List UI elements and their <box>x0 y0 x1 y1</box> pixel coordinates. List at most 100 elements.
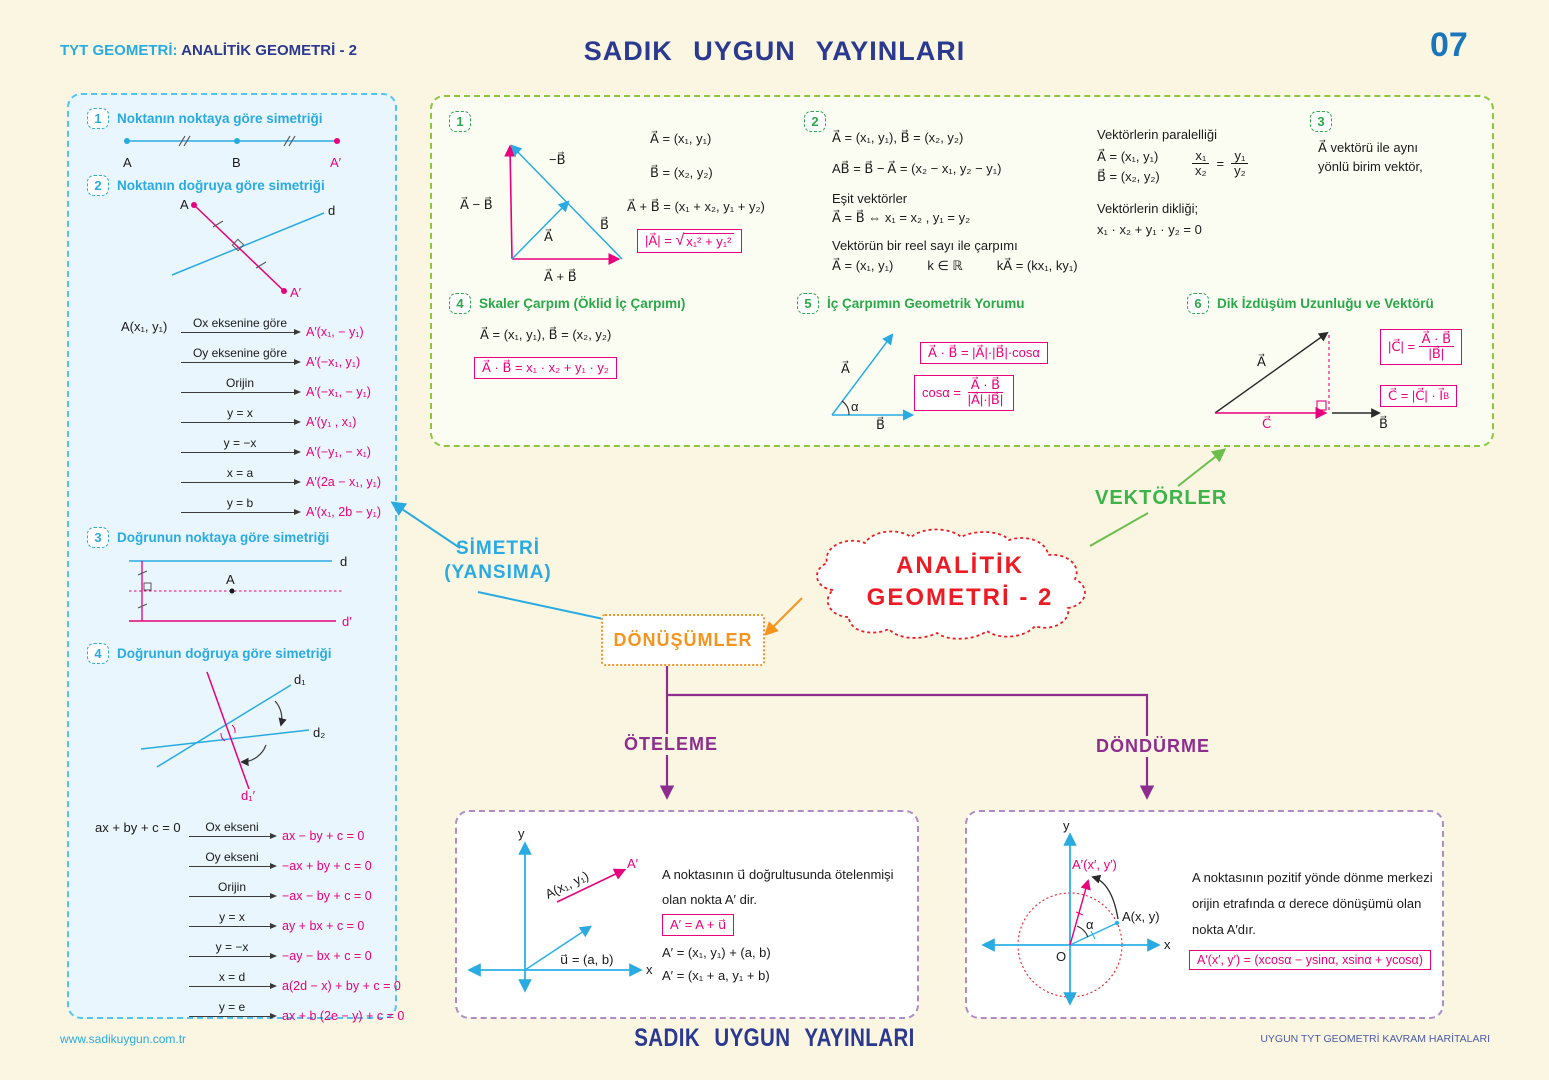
arrow-right <box>181 388 301 395</box>
right-angle-mark <box>231 238 245 252</box>
line-d2 <box>140 729 310 750</box>
equals-sign: = <box>1216 156 1225 172</box>
ratio2-den: y₂ <box>1234 163 1246 179</box>
label-b: B⃗ <box>600 217 609 232</box>
label-a-prime: A′ <box>627 856 639 871</box>
row-result: A′(−x₁, − y₁) <box>306 385 371 399</box>
vec2-f2: AB⃗ = B⃗ − A⃗ = (x₂ − x₁, y₂ − y₁) <box>832 161 1002 176</box>
row-label: y = x <box>219 910 245 925</box>
label-a: A <box>226 572 235 587</box>
arrow-right <box>181 508 301 515</box>
row-label: Ox eksenine göre <box>192 316 288 331</box>
center-cloud <box>816 528 1086 640</box>
translation-f2: A′ = (x₁, y₁) + (a, b) <box>662 945 771 960</box>
label-a-prime: A′ <box>330 155 342 170</box>
mag-radicand: x₁² + y₁² <box>684 233 734 249</box>
footer-publisher: SADIK UYGUN YAYINLARI <box>634 1024 915 1052</box>
rotation-branch-arrow <box>667 693 1155 800</box>
arrow-right <box>181 358 301 365</box>
symmetry-sec4-header: 4 Doğrunun doğruya göre simetriği <box>87 643 332 664</box>
row-result: ay + bx + c = 0 <box>282 919 365 933</box>
line-table-source: ax + by + c = 0 <box>95 820 181 835</box>
angle-arc <box>1076 925 1089 938</box>
vec2-number-badge: 2 <box>804 111 826 132</box>
vec6-number-badge: 6 <box>1187 293 1209 314</box>
row-label: y = −x <box>223 436 257 451</box>
rotation-label: DÖNDÜRME <box>1087 736 1219 757</box>
vec6-title: Dik İzdüşüm Uzunluğu ve Vektörü <box>1217 296 1434 311</box>
arrow-right <box>181 448 301 455</box>
center-topic-line2: GEOMETRİ - 2 <box>866 584 1054 612</box>
translation-diagram: y x u⃗ = (a, b) A(x₁, y₁) A′ <box>467 826 653 993</box>
arrow-right <box>181 478 301 485</box>
label-d2: d₂ <box>313 725 325 740</box>
proj-vec-lhs: C⃗ = |C⃗| · I⃗ <box>1388 388 1444 403</box>
sec4-title: Doğrunun doğruya göre simetriği <box>117 646 332 661</box>
row-result: −ax − by + c = 0 <box>282 889 372 903</box>
rotation-text-1: A noktasının pozitif yönde dönme merkezi <box>1192 870 1433 885</box>
point-a <box>1114 920 1120 926</box>
sec2-title: Noktanın doğruya göre simetriği <box>117 178 325 193</box>
label-a: A <box>123 155 132 170</box>
cos-frac-num: A⃗ · B⃗ <box>967 377 1004 394</box>
symmetry-panel: 1 Noktanın noktaya göre simetriği A B A′… <box>67 93 404 1023</box>
right-angle-mark <box>1316 400 1327 411</box>
vec2-f3: A⃗ = B⃗ ⇔ x₁ = x₂ , y₁ = y₂ <box>832 210 971 225</box>
label-a-minus-b: A⃗ − B⃗ <box>460 197 493 212</box>
reflection-segment <box>193 204 285 292</box>
vectors-line-lower <box>1089 512 1149 547</box>
branch-vectors-label: VEKTÖRLER <box>1095 487 1228 509</box>
label-alpha: α <box>1086 917 1094 932</box>
label-c: C⃗ <box>1262 416 1271 431</box>
vector-a <box>1214 331 1329 414</box>
footer-url: www.sadikuygun.com.tr <box>60 1032 187 1046</box>
row-label: Oy eksenine göre <box>192 346 288 361</box>
label-d: d <box>340 554 347 569</box>
vec4-dot-product-box: A⃗ · B⃗ = x₁ · x₂ + y₁ · y₂ <box>474 357 617 379</box>
vec1-magnitude-box: |A⃗| = √x₁² + y₁² <box>637 229 742 253</box>
translation-panel: y x u⃗ = (a, b) A(x₁, y₁) A′ A noktasını… <box>455 810 919 1019</box>
vec5-title: İç Çarpımın Geometrik Yorumu <box>827 296 1025 311</box>
symmetry-sec1-header: 1 Noktanın noktaya göre simetriği <box>87 108 323 129</box>
vectors-panel: 1 A⃗ − B⃗ −B⃗ A⃗ B⃗ A⃗ + B⃗ A⃗ = (x₁, y₁… <box>430 95 1494 447</box>
sec1-title: Noktanın noktaya göre simetriği <box>117 111 323 126</box>
row-result: −ay − bx + c = 0 <box>282 949 372 963</box>
ratio1-num: x₁ <box>1192 148 1210 165</box>
label-o: O <box>1056 949 1066 964</box>
vec3-t1: A⃗ vektörü ile aynı <box>1318 140 1418 155</box>
rotation-panel: y x O α A(x, y) A′(x′, y′) A noktasının … <box>965 810 1444 1019</box>
label-u: u⃗ = (a, b) <box>560 952 613 967</box>
vec2-f4: A⃗ = (x₁, y₁) <box>832 258 894 273</box>
translation-text-2: olan nokta A′ dir. <box>662 892 757 907</box>
translation-text-1: A noktasının u⃗ doğrultusunda ötelenmişi <box>662 867 894 882</box>
row-result: A′(y₁ , x₁) <box>306 415 357 429</box>
rotation-text-3: nokta A′dır. <box>1192 922 1256 937</box>
vec4-f1: A⃗ = (x₁, y₁), B⃗ = (x₂, y₂) <box>480 327 612 342</box>
sec3-title: Doğrunun noktaya göre simetriği <box>117 530 330 545</box>
proj-frac-den: |B⃗| <box>1428 346 1445 362</box>
vector-a-minus-b <box>504 144 517 260</box>
arrow-right <box>189 832 277 839</box>
vec1-f2: B⃗ = (x₂, y₂) <box>650 165 713 180</box>
row-result: A′(2a − x₁, y₁) <box>306 475 382 489</box>
right-angle-mark <box>143 582 152 591</box>
arrow-right <box>189 1012 277 1019</box>
label-d1: d₁ <box>294 672 306 687</box>
row-result: A′(x₁, − y₁) <box>306 325 364 339</box>
point-b <box>234 138 240 144</box>
row-result: a(2d − x) + by + c = 0 <box>282 979 401 993</box>
footer-series: UYGUN TYT GEOMETRİ KAVRAM HARİTALARI <box>1260 1033 1490 1045</box>
translation-rule-box: A′ = A + u⃗ <box>662 914 735 936</box>
vec6-header: 6 Dik İzdüşüm Uzunluğu ve Vektörü <box>1187 293 1434 314</box>
symmetry-sec2-header: 2 Noktanın doğruya göre simetriği <box>87 175 325 196</box>
rotation-arc-arrow <box>1091 874 1119 920</box>
label-a: A⃗ <box>841 361 850 376</box>
symmetry-sec3-header: 3 Doğrunun noktaya göre simetriği <box>87 527 329 548</box>
page-number: 07 <box>1430 26 1468 64</box>
row-label: y = x <box>227 406 253 421</box>
